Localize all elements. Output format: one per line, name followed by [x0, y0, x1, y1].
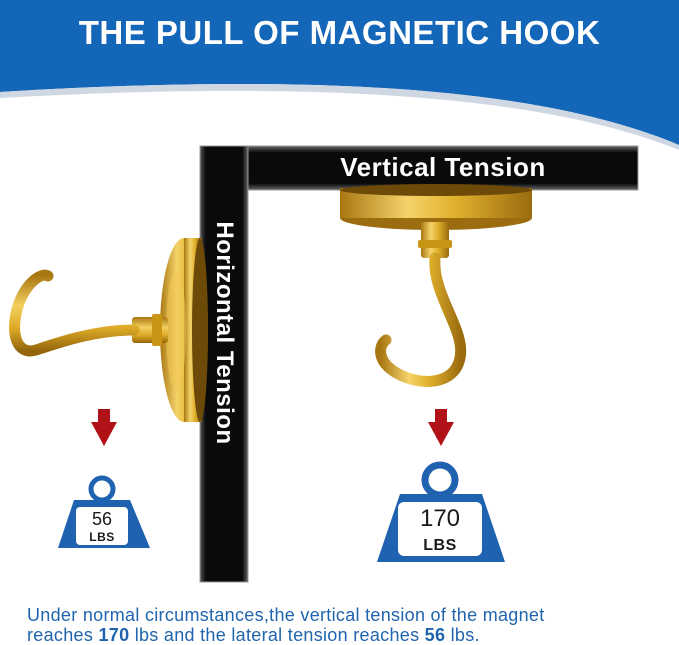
down-arrow-icon — [428, 409, 454, 446]
horizontal-tension-label: Horizontal Tension — [211, 221, 238, 445]
description-caption: Under normal circumstances,the vertical … — [27, 605, 667, 645]
vertical-beam — [199, 145, 249, 583]
caption-prefix: reaches — [27, 625, 94, 645]
page-title: THE PULL OF MAGNETIC HOOK — [78, 14, 601, 51]
weight-icon — [58, 475, 150, 548]
side-magnetic-hook — [9, 238, 208, 422]
vertical-weight-value: 170 — [419, 505, 461, 532]
header-banner — [0, 0, 679, 150]
weight-icon — [377, 461, 505, 562]
ceiling-magnetic-hook — [340, 184, 532, 387]
caption-vertical-value: 170 — [98, 625, 130, 645]
horizontal-weight-value: 56 — [91, 509, 113, 529]
caption-horizontal-value: 56 — [424, 625, 446, 645]
horizontal-weight-unit: LBS — [89, 530, 115, 544]
caption-line-1: Under normal circumstances,the vertical … — [27, 605, 545, 625]
caption-middle: lbs and the lateral tension reaches — [129, 625, 425, 645]
caption-suffix: lbs. — [445, 625, 480, 645]
caption-line-2: reaches 170 lbs and the lateral tension … — [27, 625, 667, 645]
vertical-weight-unit: LBS — [423, 537, 457, 554]
vertical-tension-label: Vertical Tension — [340, 152, 546, 182]
down-arrow-icon — [91, 409, 117, 446]
